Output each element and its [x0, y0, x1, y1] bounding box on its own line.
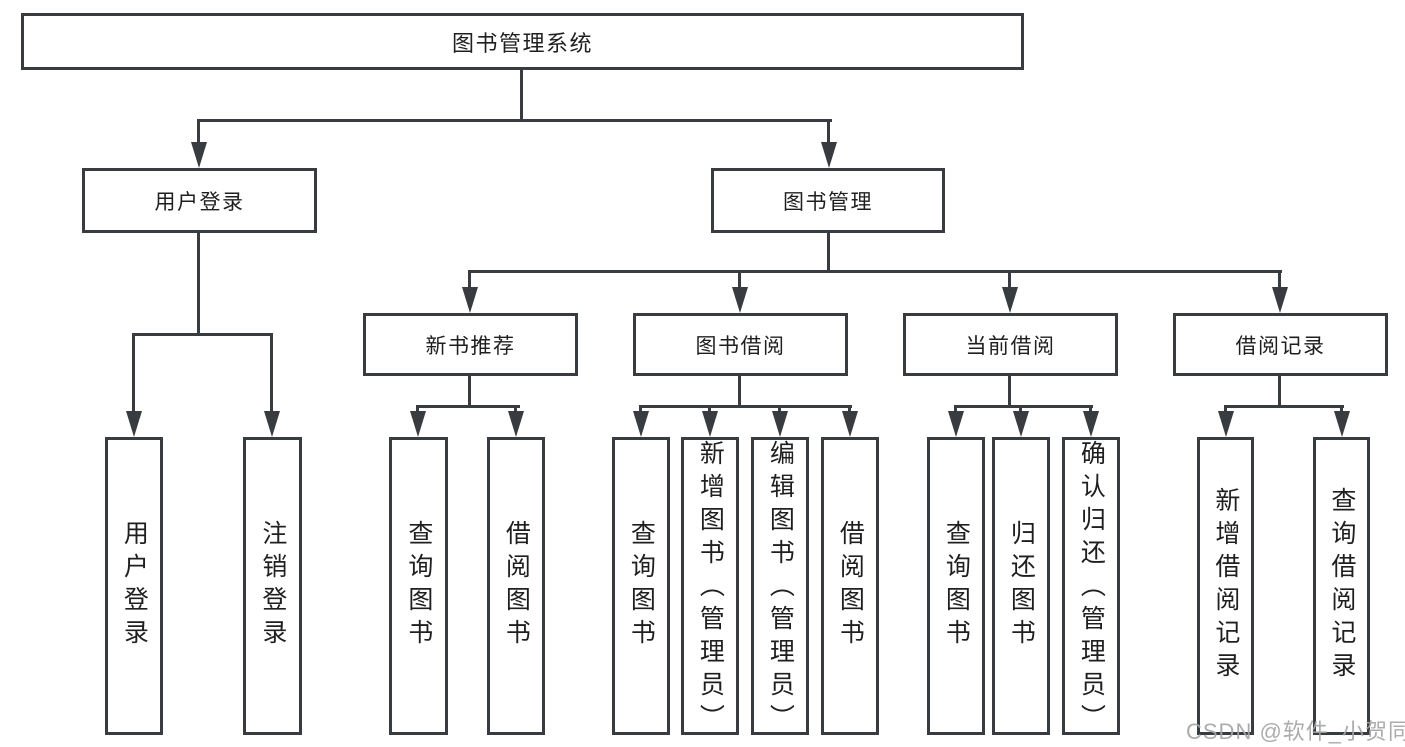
arrow-to-leaf-borrow-book-1 [508, 411, 524, 437]
connector-leaf-userlogin-stem [132, 333, 135, 413]
connector-rb-c1-stem [1224, 405, 1227, 414]
connector-records-branch [1224, 405, 1344, 408]
leaf-logout-label: 注销登录 [258, 520, 287, 652]
leaf-borrow-book-recommend: 借阅图书 [487, 437, 545, 735]
connector-borrowing-stem [738, 270, 741, 290]
leaf-confirm-return-admin: 确认归还（管理员） [1062, 437, 1120, 737]
connector-root-branch [197, 119, 832, 122]
connector-root-stem [520, 69, 523, 121]
node-current-borrowing-label: 当前借阅 [965, 334, 1056, 358]
node-root-library-system: 图书管理系统 [21, 13, 1024, 70]
leaf-edit-book-admin-label: 编辑图书（管理员） [766, 440, 795, 737]
leaf-return-book-label: 归还图书 [1007, 520, 1036, 652]
leaf-query-book-current: 查询图书 [927, 437, 985, 735]
connector-records-down [1278, 374, 1281, 408]
node-root-label: 图书管理系统 [451, 30, 593, 56]
leaf-confirm-return-admin-label: 确认归还（管理员） [1077, 440, 1106, 737]
connector-borrowing-branch [639, 405, 852, 408]
node-current-borrowing: 当前借阅 [903, 313, 1118, 376]
leaf-user-login: 用户登录 [105, 437, 163, 735]
arrow-to-new-book-recommend [462, 287, 478, 313]
connector-bookmgmt-branch [468, 270, 1282, 273]
leaf-user-login-label: 用户登录 [120, 520, 149, 652]
connector-nb-c1-stem [416, 405, 419, 414]
connector-bb-c2-stem [708, 405, 711, 414]
connector-rb-c2-stem [1340, 405, 1343, 414]
arrow-to-leaf-edit-book [772, 411, 788, 437]
node-borrow-records: 借阅记录 [1173, 313, 1388, 376]
leaf-query-book-recommend: 查询图书 [389, 437, 448, 735]
csdn-watermark: CSDN @软件_小贺同学 [1186, 719, 1405, 744]
connector-borrowing-down [738, 374, 741, 408]
arrow-to-leaf-borrow-book-2 [842, 411, 858, 437]
leaf-add-book-admin: 新增图书（管理员） [681, 437, 739, 737]
connector-bookmgmt-stem [827, 119, 830, 145]
arrow-to-leaf-add-book [702, 411, 718, 437]
node-user-login: 用户登录 [82, 168, 317, 233]
connector-bb-c3-stem [778, 405, 781, 414]
arrow-to-leaf-query-record [1334, 411, 1350, 437]
leaf-borrow-book-recommend-label: 借阅图书 [502, 520, 531, 652]
connector-leaf-logout-stem [270, 333, 273, 413]
node-book-borrowing-label: 图书借阅 [695, 334, 786, 358]
leaf-return-book: 归还图书 [992, 437, 1050, 735]
leaf-query-book-recommend-label: 查询图书 [404, 520, 433, 652]
arrow-to-leaf-return-book [1013, 411, 1029, 437]
arrow-to-leaf-logout [264, 411, 280, 437]
connector-userlogin-down [197, 231, 200, 336]
arrow-to-leaf-user-login [126, 411, 142, 437]
arrow-to-leaf-confirm-return [1083, 411, 1099, 437]
leaf-query-book-borrowing-label: 查询图书 [627, 520, 656, 652]
leaf-add-borrow-record-label: 新增借阅记录 [1211, 487, 1240, 685]
connector-bookmgmt-down [827, 231, 830, 273]
leaf-query-borrow-record: 查询借阅记录 [1313, 437, 1370, 735]
connector-nb-c2-stem [514, 405, 517, 414]
node-book-management: 图书管理 [711, 168, 945, 233]
node-borrow-records-label: 借阅记录 [1235, 334, 1326, 358]
connector-bb-c1-stem [639, 405, 642, 414]
connector-userlogin-branch [132, 333, 273, 336]
leaf-query-book-borrowing: 查询图书 [612, 437, 670, 735]
connector-current-branch [954, 405, 1093, 408]
connector-cb-c2-stem [1019, 405, 1022, 414]
leaf-edit-book-admin: 编辑图书（管理员） [751, 437, 809, 737]
connector-cb-c1-stem [954, 405, 957, 414]
arrow-to-borrow-records [1272, 287, 1288, 313]
leaf-borrow-book: 借阅图书 [821, 437, 879, 735]
node-user-login-label: 用户登录 [154, 190, 245, 214]
leaf-add-book-admin-label: 新增图书（管理员） [696, 440, 725, 737]
leaf-query-book-current-label: 查询图书 [942, 520, 971, 652]
connector-cb-c3-stem [1089, 405, 1092, 414]
arrow-to-user-login [191, 142, 207, 168]
leaf-add-borrow-record: 新增借阅记录 [1197, 437, 1254, 735]
arrow-to-leaf-query-book-2 [633, 411, 649, 437]
connector-bb-c4-stem [848, 405, 851, 414]
arrow-to-leaf-add-record [1218, 411, 1234, 437]
connector-records-stem [1278, 270, 1281, 290]
node-new-book-recommend: 新书推荐 [363, 313, 578, 376]
arrow-to-book-borrowing [732, 287, 748, 313]
connector-newbook-down [468, 374, 471, 408]
leaf-borrow-book-label: 借阅图书 [836, 520, 865, 652]
arrow-to-current-borrowing [1002, 287, 1018, 313]
connector-newbook-branch [416, 405, 520, 408]
leaf-query-borrow-record-label: 查询借阅记录 [1327, 487, 1356, 685]
leaf-logout: 注销登录 [243, 437, 302, 735]
connector-current-stem [1008, 270, 1011, 290]
node-new-book-recommend-label: 新书推荐 [425, 334, 516, 358]
node-book-management-label: 图书管理 [783, 190, 873, 214]
arrow-to-leaf-query-book-3 [948, 411, 964, 437]
connector-current-down [1008, 374, 1011, 408]
connector-newbook-stem [468, 270, 471, 290]
node-book-borrowing: 图书借阅 [633, 313, 848, 376]
arrow-to-leaf-query-book-1 [410, 411, 426, 437]
arrow-to-book-management [821, 142, 837, 168]
connector-userlogin-stem [197, 119, 200, 145]
